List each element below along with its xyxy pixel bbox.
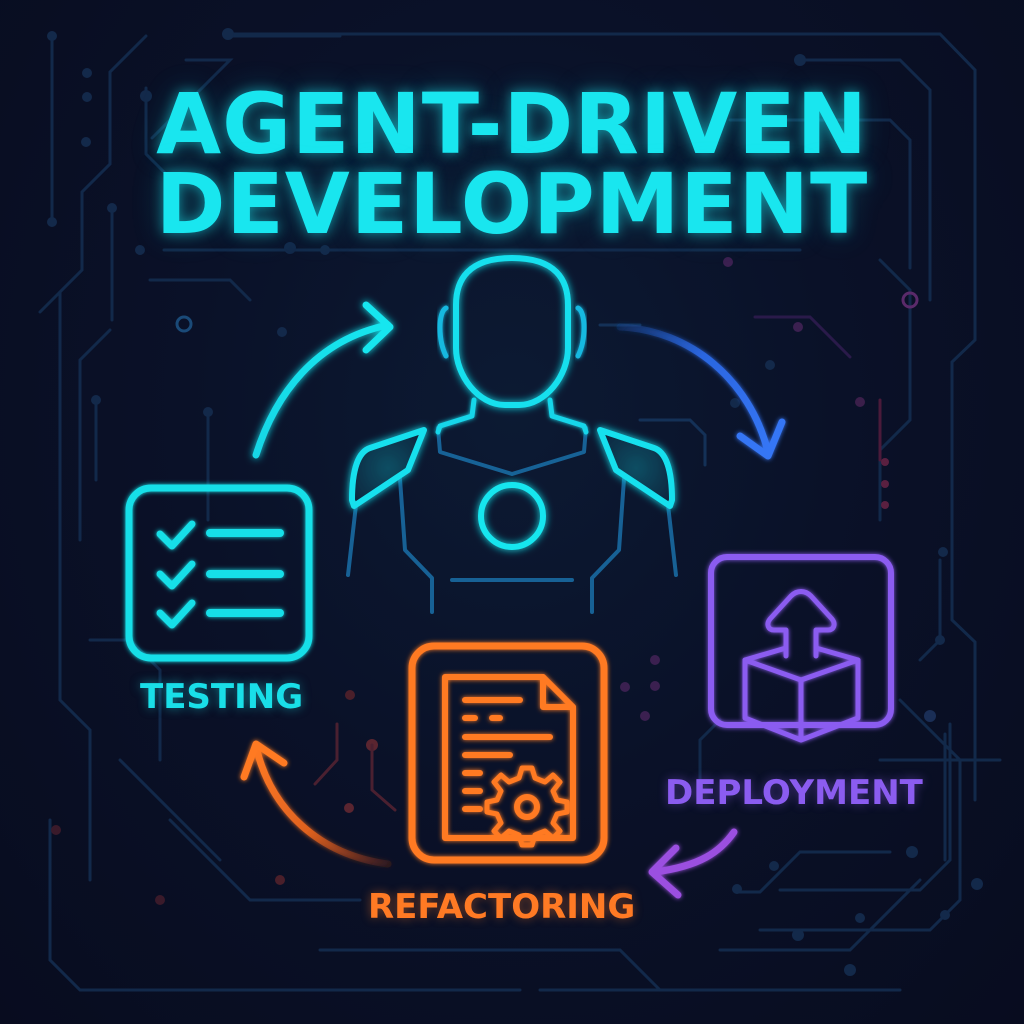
title-line-1: AGENT-DRIVEN	[156, 75, 868, 173]
robot-agent-icon[interactable]	[346, 255, 678, 614]
document-gear-icon[interactable]	[408, 642, 608, 864]
stage-label-refactoring: REFACTORING	[368, 887, 636, 927]
box-upload-icon[interactable]	[708, 554, 894, 743]
arrow-testing-to-agent	[252, 301, 394, 459]
circuit-colored-traces	[313, 315, 882, 812]
arrow-refactoring-to-testing	[240, 740, 392, 868]
circuit-background	[38, 32, 1002, 992]
circuit-nodes	[47, 28, 983, 976]
arrow-agent-to-deployment	[616, 323, 786, 460]
checklist-icon[interactable]	[125, 484, 313, 662]
arrow-deployment-to-refactoring	[648, 828, 738, 899]
title-line-2: DEVELOPMENT	[155, 155, 869, 253]
stage-label-deployment: DEPLOYMENT	[665, 773, 923, 813]
stage-label-testing: TESTING	[140, 677, 304, 717]
